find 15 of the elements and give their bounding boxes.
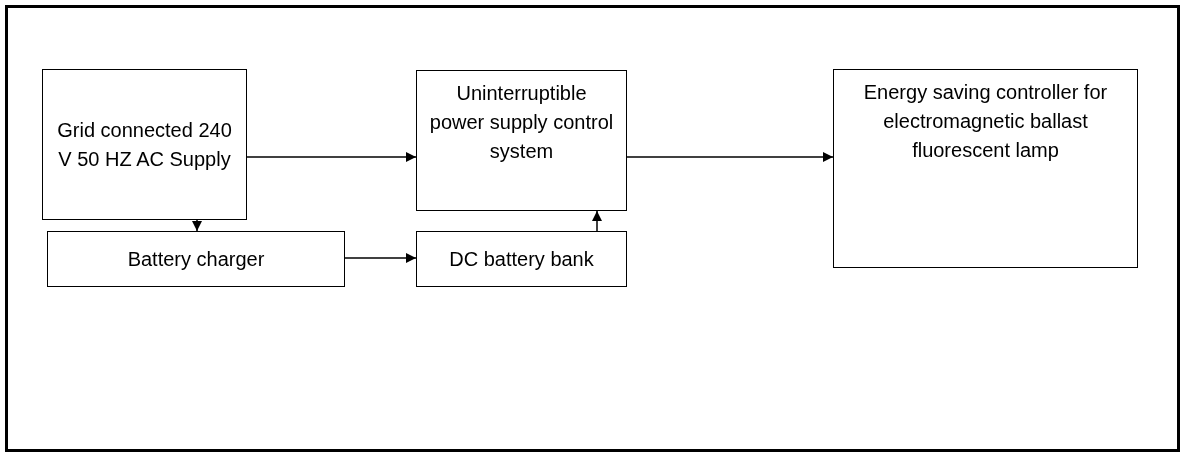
box-text: Battery charger — [127, 246, 265, 272]
process-box — [416, 70, 627, 211]
process-box — [47, 231, 345, 287]
arrow — [592, 210, 602, 232]
arrow — [344, 253, 417, 263]
box-text: Energy saving controller for electromagnetic ballast fluorescent lamp — [862, 80, 1109, 163]
process-box — [833, 69, 1138, 268]
process-box — [416, 231, 627, 287]
process-box — [42, 69, 247, 220]
box-text: DC battery bank — [449, 246, 594, 272]
arrow — [626, 152, 834, 162]
arrow — [246, 152, 417, 162]
box-text: Uninterruptible power supply control system — [428, 81, 615, 164]
box-text: Grid connected 240 V 50 HZ AC Supply — [56, 117, 233, 172]
arrow — [192, 219, 202, 232]
